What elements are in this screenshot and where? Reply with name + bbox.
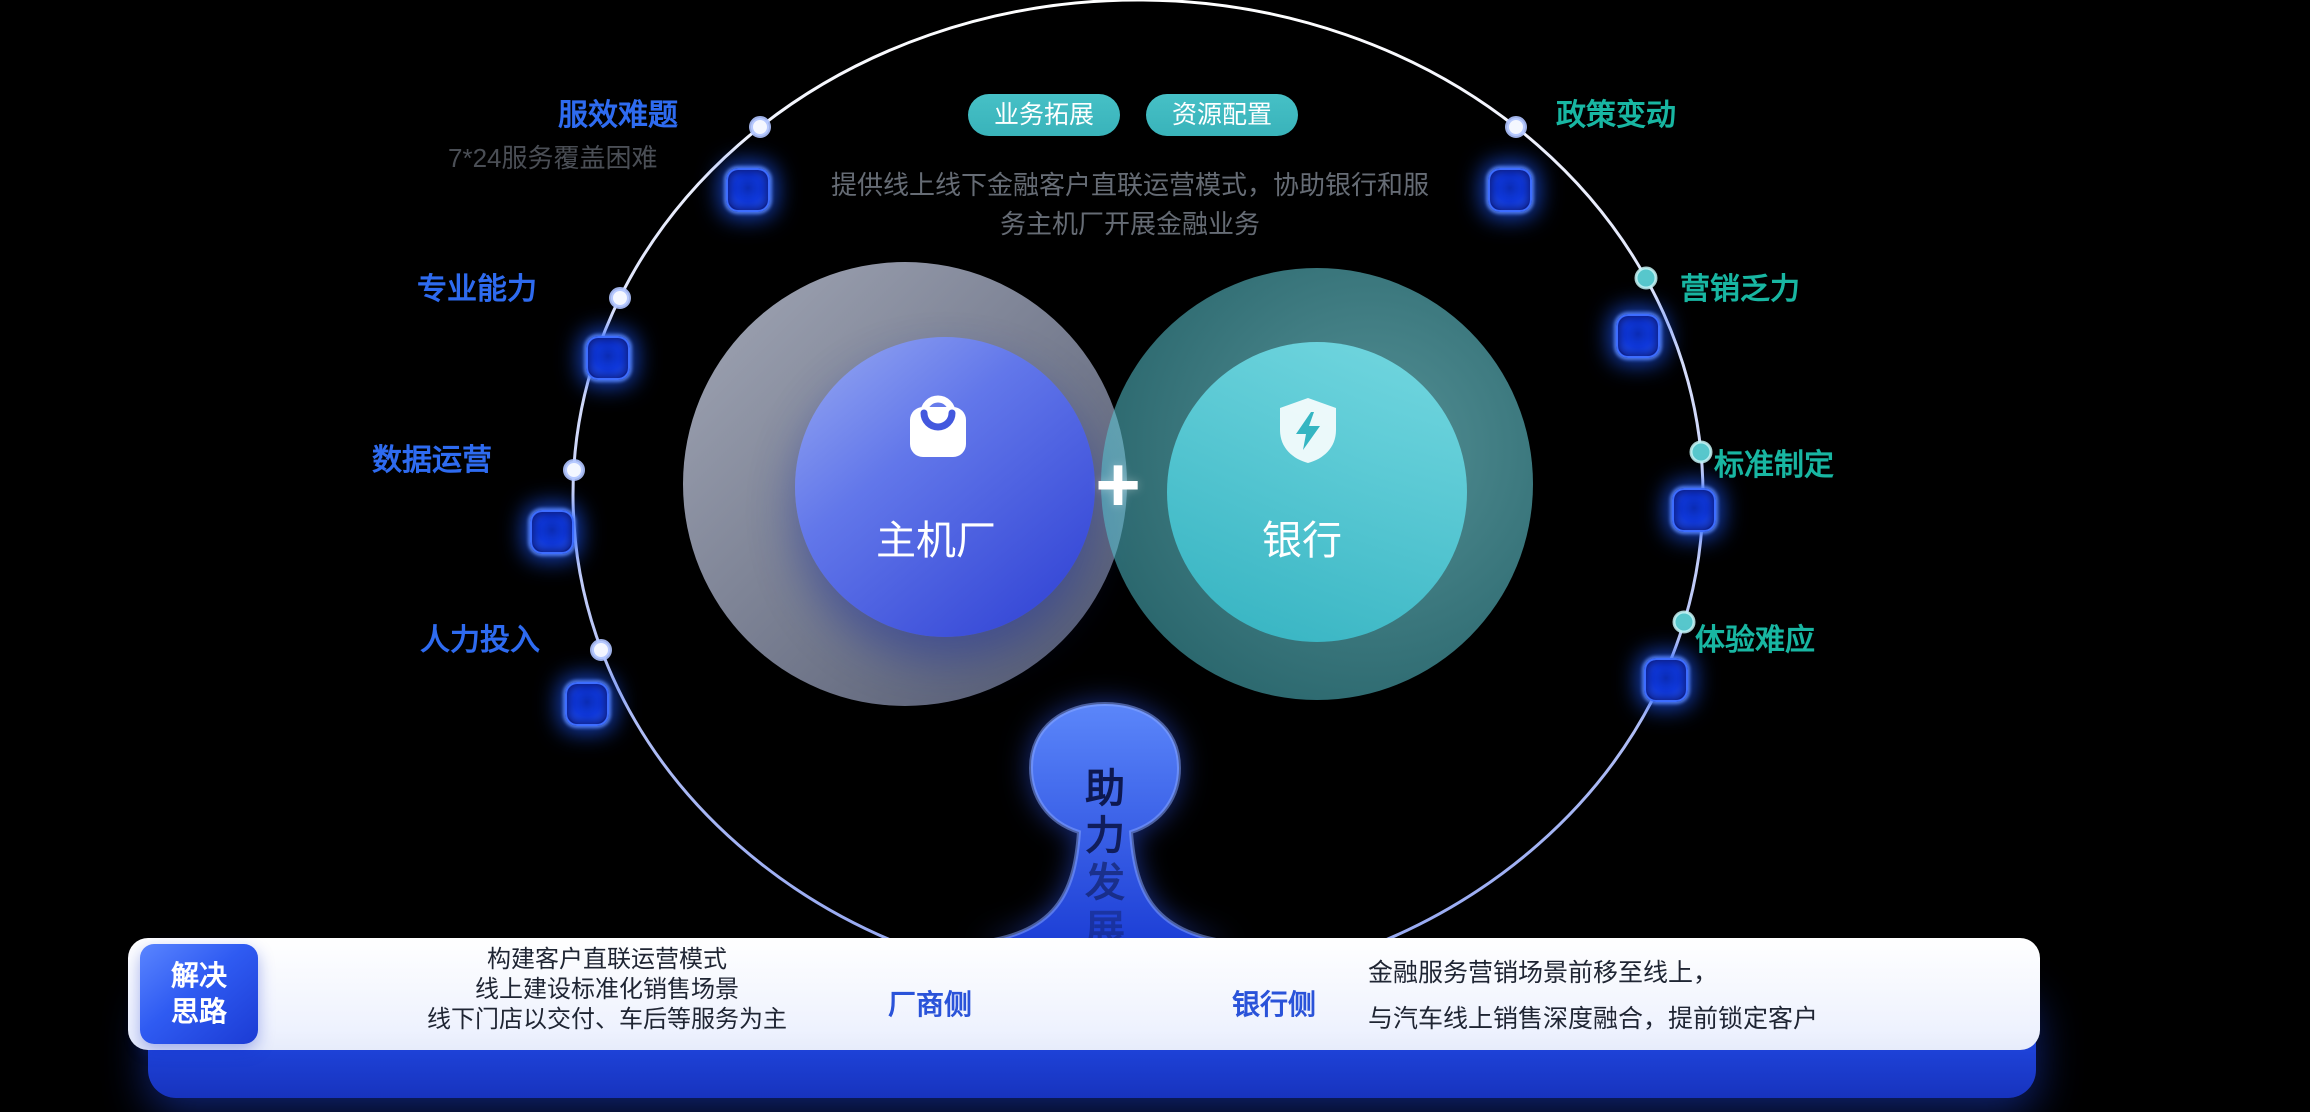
orbit-dot	[1689, 440, 1713, 464]
maker-side-label: 厂商侧	[888, 989, 973, 1020]
maker-solution-text: 构建客户直联运营模式 线上建设标准化销售场景 线下门店以交付、车后等服务为主	[397, 945, 817, 1035]
left-pain-point-label: 服效难题	[558, 99, 678, 132]
right-pain-point-label: 政策变动	[1556, 99, 1676, 132]
orbit-dot	[563, 459, 585, 481]
bank-solution-line: 与汽车线上销售深度融合，提前锁定客户	[1368, 1005, 1819, 1033]
intro-description-line: 提供线上线下金融客户直联运营模式，协助银行和服	[830, 170, 1429, 200]
growth-tree-shape	[980, 701, 1230, 944]
left-pain-point-label: 人力投入	[420, 624, 540, 657]
left-pain-point-label: 数据运营	[372, 444, 492, 477]
intro-description-line: 务主机厂开展金融业务	[999, 209, 1260, 239]
shield-lightning-icon	[1280, 398, 1336, 463]
right-pain-point-label: 标准制定	[1714, 449, 1834, 482]
tag-business-expansion: 业务拓展	[968, 94, 1121, 136]
maker-solution-line: 线上建设标准化销售场景	[475, 976, 739, 1003]
glow-marker	[565, 682, 609, 726]
bank-side-label: 银行侧	[1232, 989, 1317, 1020]
solution-badge-line: 解决	[170, 959, 227, 991]
right-pain-point-label: 体验难应	[1695, 624, 1815, 657]
plus-sign: +	[1095, 440, 1141, 528]
orbit-dot	[1505, 116, 1527, 138]
orbit-dot	[749, 116, 771, 138]
glow-marker	[1488, 168, 1532, 212]
bank-circle	[1167, 342, 1467, 642]
orbit-dot	[590, 639, 612, 661]
intro-description: 提供线上线下金融客户直联运营模式，协助银行和服 务主机厂开展金融业务	[818, 166, 1442, 244]
solution-badge-line: 思路	[170, 996, 227, 1027]
orbit-dot	[609, 287, 631, 309]
maker-solution-line: 构建客户直联运营模式	[487, 946, 727, 973]
tree-text-char: 发	[1085, 861, 1125, 905]
bank-solution-line: 金融服务营销场景前移至线上，	[1368, 959, 1719, 987]
tag-resource-allocation: 资源配置	[1146, 94, 1299, 136]
glow-marker	[586, 336, 630, 380]
glow-marker	[530, 510, 574, 554]
oem-circle	[795, 337, 1095, 637]
glow-marker	[1644, 658, 1688, 702]
orbit-dots	[563, 116, 1713, 661]
left-pain-point-label: 专业能力	[417, 273, 537, 306]
orbit-dot	[1634, 266, 1658, 290]
bank-circle-label: 银行	[1262, 519, 1342, 563]
glow-marker	[726, 168, 770, 212]
glow-marker	[1672, 488, 1716, 532]
orbit-dot	[1672, 610, 1696, 634]
glow-marker	[1616, 314, 1660, 358]
solution-badge: 解决 思路	[140, 944, 258, 1044]
tree-text-char: 助	[1085, 767, 1125, 811]
solution-bar	[128, 938, 2040, 1050]
shopping-bag-icon	[910, 395, 966, 457]
maker-solution-line: 线下门店以交付、车后等服务为主	[427, 1006, 787, 1033]
bank-solution-text: 金融服务营销场景前移至线上， 与汽车线上销售深度融合，提前锁定客户	[1368, 950, 1888, 1042]
oem-circle-label: 主机厂	[876, 519, 996, 563]
tree-text-char: 力	[1085, 814, 1125, 858]
right-pain-point-label: 营销乏力	[1680, 273, 1800, 306]
left-pain-point-sublabel: 7*24服务覆盖困难	[448, 143, 658, 173]
